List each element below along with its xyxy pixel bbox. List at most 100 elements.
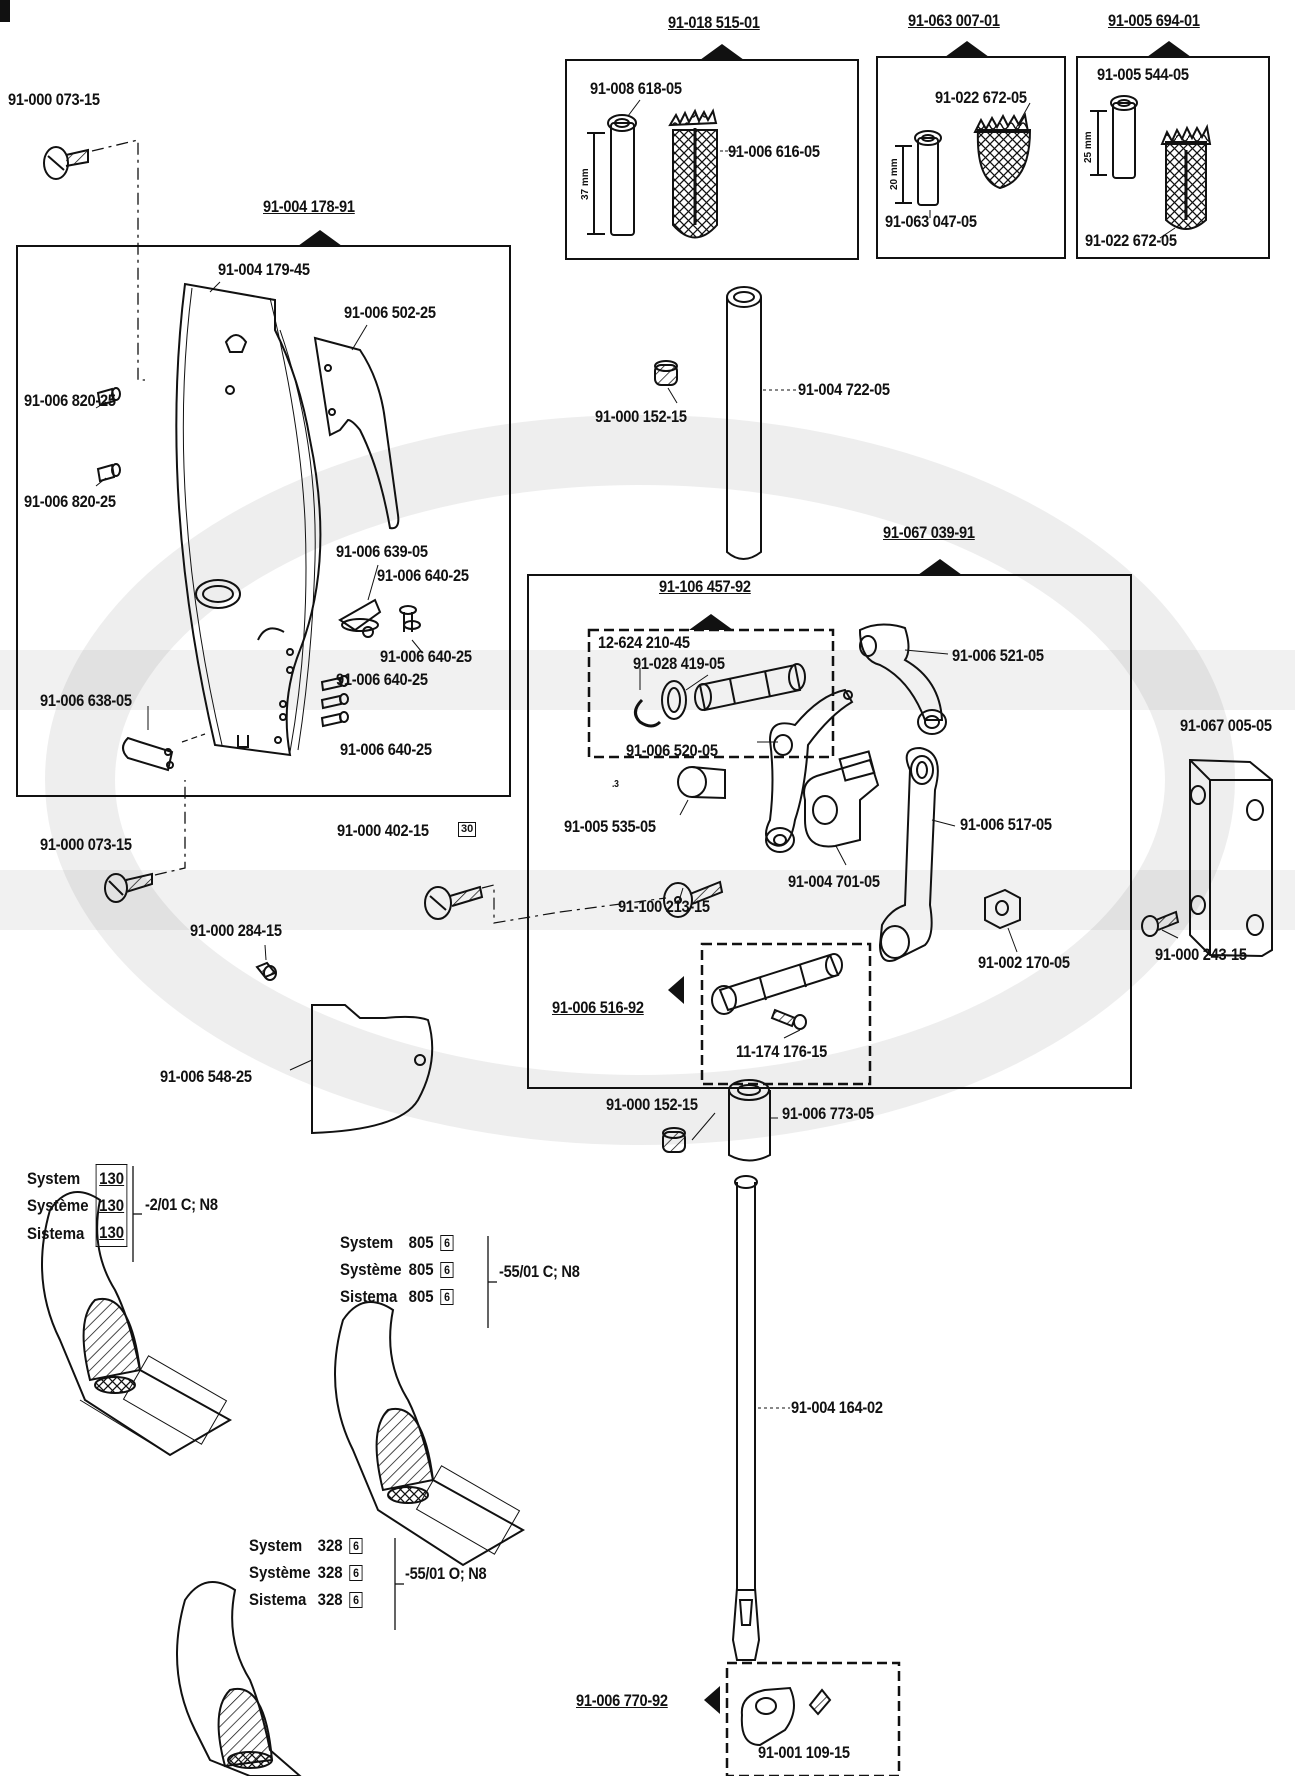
label-pin-e: 91-006 640-25 — [336, 670, 428, 689]
grub-top-drawing — [654, 360, 678, 386]
label-group-clamp: 91-006 770-92 — [576, 1691, 668, 1710]
cover-plate-drawing — [311, 1004, 434, 1135]
label-dot: .3 — [612, 779, 619, 790]
screw-30-drawing — [424, 884, 561, 924]
label-screw-30: 91-000 402-15 — [337, 821, 429, 840]
frame-clamp-group — [725, 1661, 901, 1776]
label-group-shaft: 91-006 516-92 — [552, 998, 644, 1017]
frame-plate-group — [16, 245, 511, 797]
label-needle-bar: 91-004 164-02 — [791, 1398, 883, 1417]
label-link2: 91-006 517-05 — [960, 815, 1052, 834]
label-clamp-screw: 91-001 109-15 — [758, 1743, 850, 1762]
shaft-screw-drawing — [770, 1008, 807, 1030]
label-group-sub: 91-106 457-92 — [659, 577, 751, 596]
label-mm37: 37 mm — [580, 168, 591, 200]
frame-box1 — [565, 59, 859, 260]
label-bar-top: 91-004 722-05 — [798, 380, 890, 399]
label-plate: 91-004 179-45 — [218, 260, 310, 279]
bush-mid-drawing — [728, 1079, 771, 1162]
label-tube3: 91-005 544-05 — [1097, 65, 1189, 84]
label-grub-top: 91-000 152-15 — [595, 407, 687, 426]
washer-screw-drawing — [559, 880, 724, 918]
label-screw-lower-left: 91-000 073-15 — [40, 835, 132, 854]
label-guide: 91-067 005-05 — [1180, 716, 1272, 735]
label-wick2: 91-022 672-05 — [935, 88, 1027, 107]
box-30: 30 — [458, 822, 477, 837]
label-group-mech: 91-067 039-91 — [883, 523, 975, 542]
label-group-box1: 91-018 515-01 — [668, 13, 760, 32]
notch-subgroup — [689, 614, 733, 630]
label-plate-arm: 91-006 502-25 — [344, 303, 436, 322]
wick3-drawing — [1159, 123, 1212, 239]
label-bracket: 91-006 638-05 — [40, 691, 132, 710]
needle3-drawing — [176, 1581, 302, 1776]
shaft-group-pointer — [668, 976, 684, 1004]
label-washer-screw: 91-100 213-15 — [618, 897, 710, 916]
lever-drawing — [765, 688, 854, 853]
notch-box3 — [1147, 41, 1191, 57]
label-wick1: 91-006 616-05 — [728, 142, 820, 161]
pin-head-drawing — [677, 766, 726, 800]
label-pin-a: 91-006 820-25 — [24, 391, 116, 410]
grub-mid-drawing — [662, 1127, 686, 1153]
system-suffix-3: -55/01 O; N8 — [405, 1564, 487, 1583]
label-pin-b: 91-006 820-25 — [24, 492, 116, 511]
corner-mark — [0, 0, 10, 22]
pins-lower-drawing — [320, 675, 349, 728]
label-eccentric: 91-004 701-05 — [788, 872, 880, 891]
label-crank-link: 91-006 521-05 — [952, 646, 1044, 665]
label-cover-plate: 91-006 548-25 — [160, 1067, 252, 1086]
wick2-drawing — [973, 102, 1032, 190]
leader-lines — [95, 281, 1179, 1141]
notch-box2 — [945, 41, 989, 57]
needle1-drawing — [41, 1191, 233, 1457]
crank-link-drawing — [858, 623, 947, 735]
shaft-drawing — [711, 953, 843, 1015]
frame-mechanism — [527, 574, 1132, 1089]
label-group-plate: 91-004 178-91 — [263, 197, 355, 216]
label-group-box2: 91-063 007-01 — [908, 11, 1000, 30]
wick1-drawing — [668, 108, 738, 239]
tube1-drawing — [587, 99, 641, 236]
label-tube2: 91-063 047-05 — [885, 212, 977, 231]
link2-drawing — [878, 746, 939, 962]
label-square-nut: 91-002 170-05 — [978, 953, 1070, 972]
label-guide-screw: 91-000 243-15 — [1155, 945, 1247, 964]
ring-drawing — [634, 698, 662, 728]
bush-drawing — [661, 680, 687, 720]
label-grub-mid: 91-000 152-15 — [606, 1095, 698, 1114]
clamp-drawing — [740, 1686, 832, 1747]
top-screw-drawing — [43, 139, 145, 381]
system-suffix-2: -55/01 C; N8 — [499, 1262, 580, 1281]
clip-drawing — [338, 598, 421, 638]
label-mm20: 20 mm — [889, 158, 900, 190]
label-pin-f: 91-006 640-25 — [340, 740, 432, 759]
label-tube1: 91-008 618-05 — [590, 79, 682, 98]
watermark-letters — [0, 650, 1295, 930]
notch-box1 — [700, 44, 744, 60]
label-mm25: 25 mm — [1083, 131, 1094, 163]
plate-arm-drawing — [313, 336, 400, 530]
system-suffix-1: -2/01 C; N8 — [145, 1195, 218, 1214]
label-ring: 12-624 210-45 — [598, 633, 690, 652]
bracket-drawing — [122, 733, 206, 772]
clamp-group-pointer — [704, 1686, 720, 1714]
label-shaft-screw: 11-174 176-15 — [736, 1042, 827, 1061]
label-bush-mid: 91-006 773-05 — [782, 1104, 874, 1123]
tube2-drawing — [895, 130, 942, 218]
label-group-box3: 91-005 694-01 — [1108, 11, 1200, 30]
frame-box2 — [876, 56, 1066, 259]
plate-drawing — [175, 282, 322, 757]
guide-screw-drawing — [1141, 910, 1180, 937]
pins-left-drawing — [96, 387, 121, 483]
